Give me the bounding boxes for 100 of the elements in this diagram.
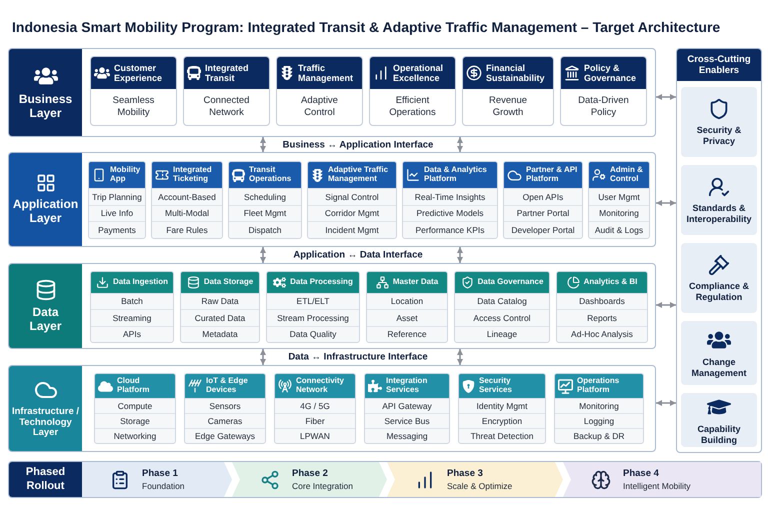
double-arrow: [260, 137, 266, 152]
feature-item: Account-Based: [152, 188, 222, 205]
component-card: [274, 373, 356, 444]
double-arrow: [457, 247, 463, 263]
component-card: [307, 161, 397, 239]
feature-item: Payments: [89, 221, 145, 238]
capability-card: [560, 56, 647, 126]
card-title: Data Processing: [290, 278, 353, 287]
component-card: [151, 161, 223, 239]
feature-item: Data Catalog: [455, 293, 549, 310]
layer-panel: [8, 152, 656, 247]
feature-item: Dispatch: [229, 221, 301, 238]
layer-panel: [8, 263, 656, 349]
layer-title: Infrastructure / Technology Layer: [10, 406, 80, 440]
phase-band: [563, 462, 761, 497]
phase-subtitle: Intelligent Mobility: [623, 482, 691, 490]
enablers-title: Cross-Cutting Enablers: [686, 54, 752, 76]
card-title: Mobility App: [110, 166, 142, 184]
card-title: Data & Analytics Platform: [424, 166, 488, 184]
enabler-card: [681, 87, 757, 157]
component-card: [266, 271, 360, 343]
double-arrow: [656, 94, 676, 100]
enabler-card: [681, 165, 757, 235]
enabler-title: Security & Privacy: [696, 124, 742, 146]
phase-title: Phase 2: [292, 469, 328, 478]
enabler-title: Capability Building: [696, 424, 742, 446]
feature-item: Service Bus: [365, 413, 449, 428]
component-card: [180, 271, 260, 343]
component-card: [364, 373, 450, 444]
capability-card: [369, 56, 456, 126]
layer-title: Data Layer: [28, 306, 63, 334]
feature-item: Monitoring: [589, 204, 649, 222]
phase-band: [387, 462, 563, 497]
feature-item: Logging: [555, 413, 643, 428]
component-card: [366, 271, 448, 343]
double-arrow: [656, 400, 676, 406]
interface-label: Business ↔ Application Interface: [282, 140, 434, 150]
card-title: Operational Excellence: [393, 62, 444, 84]
feature-item: Signal Control: [308, 188, 396, 205]
enablers-panel: [676, 48, 762, 453]
enabler-card: [681, 393, 757, 447]
phase-band: [82, 462, 232, 497]
capability-card: [462, 56, 554, 126]
layer-panel: [8, 48, 656, 137]
card-title: Admin & Control: [610, 166, 644, 184]
double-arrow: [656, 302, 676, 308]
feature-item: Stream Processing: [267, 309, 359, 326]
component-card: [94, 373, 176, 444]
phase-subtitle: Core Integration: [292, 482, 353, 490]
card-title: IoT & Edge Devices: [206, 377, 249, 395]
component-card: [458, 373, 546, 444]
feature-item: Identity Mgmt: [459, 398, 545, 413]
double-arrow: [457, 137, 463, 152]
card-title: Cloud Platform: [117, 377, 150, 395]
feature-item: Streaming: [91, 309, 173, 326]
card-description: Adaptive Control: [300, 95, 339, 119]
feature-item: Threat Detection: [459, 428, 545, 443]
component-card: [503, 161, 583, 239]
card-title: Data Storage: [204, 278, 254, 287]
phase-title: Phase 3: [447, 469, 483, 478]
capability-card: [183, 56, 270, 126]
component-card: [184, 373, 266, 444]
double-arrow: [260, 247, 266, 263]
card-title: Partner & API Platform: [526, 166, 578, 184]
enabler-card: [681, 321, 757, 385]
card-description: Efficient Operations: [388, 95, 437, 119]
component-card: [588, 161, 650, 239]
feature-item: Metadata: [181, 326, 259, 342]
phase-band: [232, 462, 387, 497]
feature-item: Cameras: [185, 413, 265, 428]
feature-item: Dashboards: [557, 293, 647, 310]
feature-item: Corridor Mgmt: [308, 204, 396, 222]
double-arrow: [260, 349, 266, 365]
feature-item: Lineage: [455, 326, 549, 342]
feature-item: User Mgmt: [589, 188, 649, 205]
card-description: Revenue Growth: [488, 95, 528, 119]
feature-item: API Gateway: [365, 398, 449, 413]
component-card: [454, 271, 550, 343]
component-card: [402, 161, 498, 239]
feature-item: Trip Planning: [89, 188, 145, 205]
card-title: Analytics & BI: [584, 278, 638, 287]
feature-item: Real-Time Insights: [403, 188, 497, 205]
feature-item: Incident Mgmt: [308, 221, 396, 238]
feature-item: Batch: [91, 293, 173, 310]
feature-item: Fare Rules: [152, 221, 222, 238]
feature-item: Ad-Hoc Analysis: [557, 326, 647, 342]
feature-item: Monitoring: [555, 398, 643, 413]
card-title: Connectivity Network: [296, 377, 346, 395]
card-title: Adaptive Traffic Management: [328, 166, 390, 184]
component-card: [228, 161, 302, 239]
card-title: Transit Operations: [249, 166, 292, 184]
component-card: [88, 161, 146, 239]
layer-title: Application Layer: [12, 198, 80, 226]
double-arrow: [656, 200, 676, 206]
component-card: [90, 271, 174, 343]
card-title: Operations Platform: [577, 377, 620, 395]
feature-item: Reports: [557, 309, 647, 326]
feature-item: Backup & DR: [555, 428, 643, 443]
card-title: Integration Services: [386, 377, 428, 395]
layer-title: Business Layer: [18, 93, 74, 121]
